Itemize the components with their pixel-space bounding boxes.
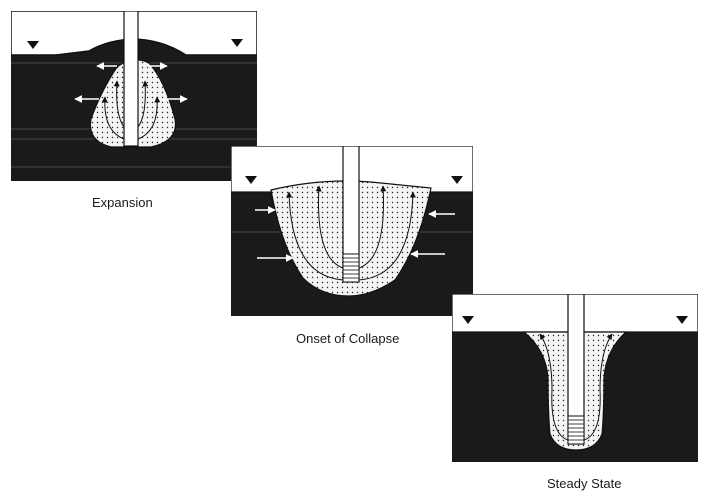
water-table-marker-icon [231, 39, 243, 47]
water-table-marker-icon [27, 41, 39, 49]
flow-arrow [315, 185, 344, 269]
onset-of-collapse-panel [231, 146, 473, 316]
caption-expansion: Expansion [92, 195, 153, 210]
flow-arrow [101, 96, 125, 140]
water-table-marker-icon [676, 316, 688, 324]
flow-arrow [358, 191, 416, 281]
expansion-panel [11, 11, 257, 181]
onset-of-collapse-diagram [231, 146, 473, 316]
flow-arrow [113, 80, 125, 128]
water-table-marker-icon [245, 176, 257, 184]
caption-steady-state: Steady State [547, 476, 622, 491]
steady-state-diagram [452, 294, 698, 462]
water-table-marker-icon [451, 176, 463, 184]
well-screen [567, 415, 585, 445]
flow-arrow [286, 191, 344, 281]
flow-arrow [137, 96, 161, 140]
flow-arrow [583, 333, 613, 441]
steady-state-panel [452, 294, 698, 462]
well-casing [123, 11, 139, 147]
expansion-diagram [11, 11, 257, 181]
well-screen [342, 253, 360, 283]
caption-onset-of-collapse: Onset of Collapse [296, 331, 400, 346]
flow-arrow [539, 333, 569, 441]
flow-arrow [358, 185, 387, 269]
flow-arrow [137, 80, 149, 128]
water-table-marker-icon [462, 316, 474, 324]
